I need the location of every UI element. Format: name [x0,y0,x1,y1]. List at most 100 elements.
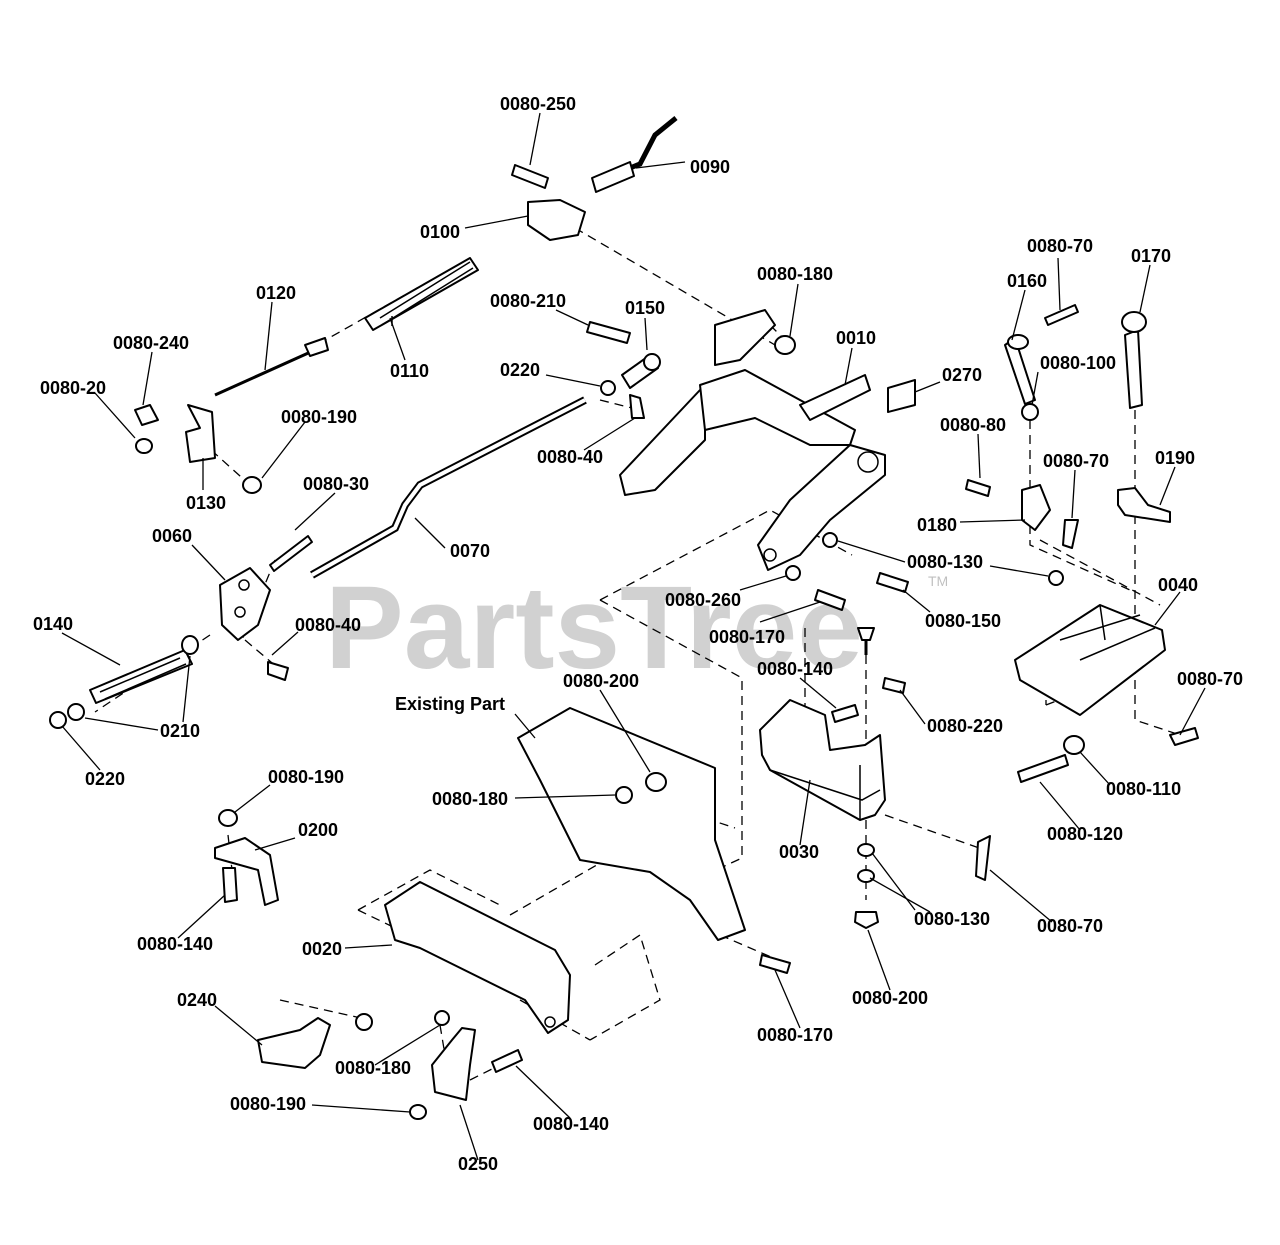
label-0080-70-b: 0080-70 [1043,451,1109,471]
label-0080-180-a: 0080-180 [757,264,833,284]
part-0080-130-washer-d [857,869,875,883]
part-0240-bracket [257,1017,331,1069]
part-0080-30-pin [269,535,313,572]
part-0080-70-clip-d [975,835,991,881]
label-0140: 0140 [33,614,73,634]
label-0060: 0060 [152,526,192,546]
part-0080-200-nut-b [854,911,879,929]
label-0080-210: 0080-210 [490,291,566,311]
part-0080-190-nut-a [242,476,262,494]
part-0080-190-screw [218,809,238,827]
part-0080-140-bolt-c [491,1049,523,1073]
part-0080-180-nut-a [774,335,796,355]
label-0080-190-c: 0080-190 [230,1094,306,1114]
part-0080-190-screw-c [409,1104,427,1120]
watermark: PartsTree [325,562,863,694]
part-0080-210-bolt [586,321,631,344]
part-0080-150-bolt [876,572,909,593]
label-existing-part: Existing Part [395,694,505,714]
parts [49,116,1199,1120]
label-0080-140-c: 0080-140 [533,1114,609,1134]
part-0080-80-pin [965,479,991,497]
part-0080-130-washer-c [857,843,875,857]
label-0080-200-a: 0080-200 [563,671,639,691]
part-0080-130-washer-b [1048,570,1064,586]
part-0080-40-clip-a [629,394,645,419]
part-0080-170-bolt-b [759,954,791,974]
label-0240: 0240 [177,990,217,1010]
label-0200: 0200 [298,820,338,840]
label-0080-70-c: 0080-70 [1177,669,1243,689]
label-0080-170-b: 0080-170 [757,1025,833,1045]
part-0040-lift-plate [1014,604,1166,716]
label-0080-220: 0080-220 [927,716,1003,736]
part-0190-bracket [1117,487,1171,523]
label-0030: 0030 [779,842,819,862]
label-0220-a: 0220 [500,360,540,380]
label-0110: 0110 [390,361,429,381]
label-0210: 0210 [160,721,200,741]
part-0270-plate [887,379,916,413]
label-0150: 0150 [625,298,665,318]
label-0080-170-a: 0080-170 [709,627,785,647]
part-0080-180-nut-d [434,1010,450,1026]
label-0080-140-a: 0080-140 [757,659,833,679]
part-0080-240-clip [134,404,159,426]
part-0250-bracket [431,1027,476,1101]
part-0080-200-nut-a [645,772,667,792]
part-0080-180-nut-b [615,786,633,804]
label-0080-20: 0080-20 [40,378,106,398]
label-0080-120: 0080-120 [1047,824,1123,844]
label-0070: 0070 [450,541,490,561]
label-0080-80: 0080-80 [940,415,1006,435]
part-0130-bracket [185,404,216,463]
part-0090-end [591,161,635,193]
label-0020: 0020 [302,939,342,959]
part-0030-bracket [759,699,886,821]
part-0060-bracket [219,567,271,641]
label-0190: 0190 [1155,448,1195,468]
part-0080-220-pin [882,677,906,694]
part-0220-nut-b [49,711,67,729]
part-0210-washer [181,635,199,655]
part-bolt-head [857,627,875,641]
label-0180: 0180 [917,515,957,535]
part-0220-washer-b [67,703,85,721]
part-0080-100-nut [1021,403,1039,421]
label-0080-180-c: 0080-180 [335,1058,411,1078]
part-0080-70-clip-b [1062,519,1079,549]
part-0100-clevis [527,199,586,241]
watermark-trademark: TM [928,573,948,589]
label-0080-140-b: 0080-140 [137,934,213,954]
part-0080-170-bolt-a [814,589,846,611]
part-0080-40-clip-b [267,661,289,681]
label-0080-190-a: 0080-190 [281,407,357,427]
leader-lines [61,112,1206,1161]
label-0080-250: 0080-250 [500,94,576,114]
part-0110-spring [364,257,479,331]
label-0080-130-a: 0080-130 [907,552,983,572]
part-0080-70-clip-c [1169,727,1199,746]
part-0200-bracket [214,837,279,906]
label-0080-70-d: 0080-70 [1037,916,1103,936]
part-0020-bracket [384,881,571,1034]
part-0180-swivel [1021,484,1051,531]
part-0080-70-clip-a [1044,304,1079,326]
label-0080-180-b: 0080-180 [432,789,508,809]
label-0080-200-b: 0080-200 [852,988,928,1008]
label-0170: 0170 [1131,246,1171,266]
part-0080-180-nut-c [355,1013,373,1031]
label-0080-40-b: 0080-40 [295,615,361,635]
label-0080-240: 0080-240 [113,333,189,353]
label-0100: 0100 [420,222,460,242]
part-0080-260-washer [785,565,801,581]
label-0250: 0250 [458,1154,498,1174]
label-0080-100: 0080-100 [1040,353,1116,373]
label-0120: 0120 [256,283,296,303]
label-0010: 0010 [836,328,876,348]
part-0080-110-nut [1063,735,1085,755]
part-0170-pin [1124,329,1143,409]
label-0090: 0090 [690,157,730,177]
part-0120-rod [214,348,316,397]
